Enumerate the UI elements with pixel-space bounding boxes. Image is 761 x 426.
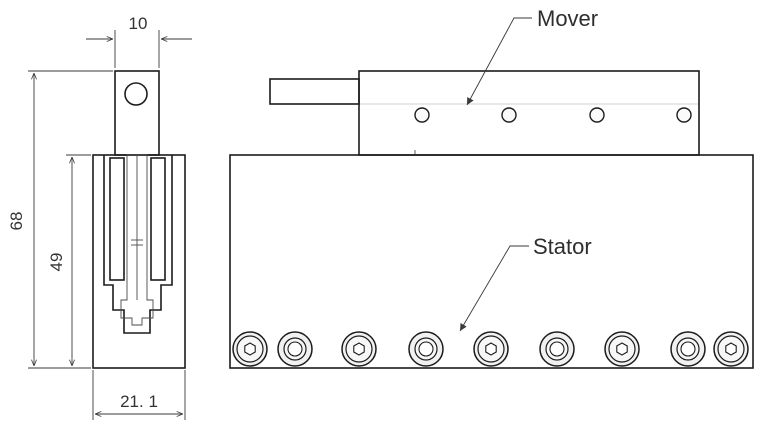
stator-block (229, 154, 754, 369)
mover-tab-hole (124, 82, 148, 106)
socket-screw-icon (604, 331, 640, 367)
dimension-stator-height: 49 (47, 154, 91, 366)
mover-block (358, 70, 700, 156)
dimension-bottom-width: 21. 1 (92, 370, 186, 420)
dimension-label-top-width: 10 (129, 14, 148, 33)
mover-hole-row (414, 107, 692, 123)
hole-icon (589, 107, 605, 123)
dimension-top-width: 10 (86, 14, 192, 68)
mover-cable (269, 78, 360, 105)
washer-hole-icon (408, 331, 444, 367)
dimension-label-stator-height: 49 (47, 253, 66, 272)
washer-hole-icon (539, 331, 575, 367)
hole-icon (501, 107, 517, 123)
socket-screw-icon (232, 331, 268, 367)
socket-screw-icon (341, 331, 377, 367)
socket-screw-icon (713, 331, 749, 367)
washer-hole-icon (277, 331, 313, 367)
dimension-label-bottom-width: 21. 1 (120, 392, 158, 411)
stator-label: Stator (533, 234, 592, 259)
dimension-label-total-height: 68 (7, 212, 26, 231)
magnet-left (109, 157, 125, 281)
washer-hole-icon (670, 331, 706, 367)
stator-bolt-row (232, 331, 749, 367)
stator-callout: Stator (459, 234, 592, 332)
socket-screw-icon (473, 331, 509, 367)
hole-icon (676, 107, 692, 123)
mover-blade (120, 154, 154, 326)
mover-callout: Mover (466, 6, 598, 106)
stator-channel (103, 155, 173, 334)
magnet-right (150, 157, 166, 281)
front-view (229, 70, 754, 369)
mover-label: Mover (537, 6, 598, 31)
dimension-total-height: 68 (7, 70, 113, 369)
end-view (92, 70, 186, 369)
hole-icon (414, 107, 430, 123)
